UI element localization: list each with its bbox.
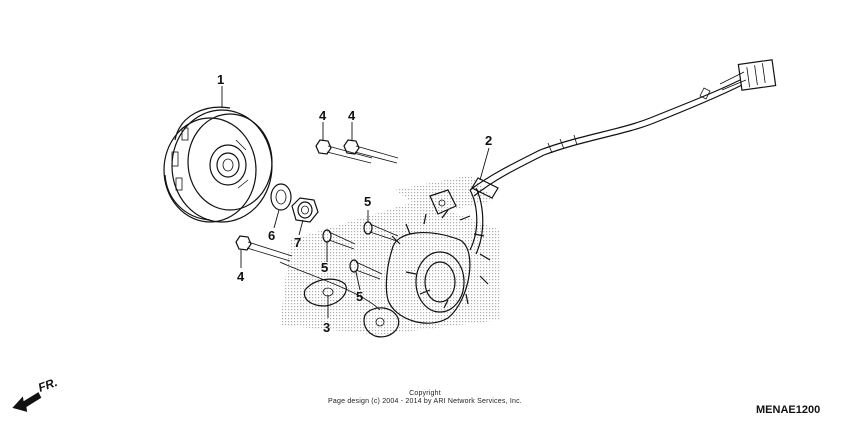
- callout-4-upper-right: 4: [348, 108, 356, 123]
- bolt-lower-left[interactable]: [235, 235, 293, 262]
- callout-5-upper: 5: [364, 194, 371, 209]
- wire-harness[interactable]: [469, 79, 743, 199]
- connector[interactable]: [719, 59, 777, 91]
- flywheel[interactable]: [163, 106, 273, 223]
- callout-1: 1: [217, 72, 224, 87]
- front-direction-arrow: FR.: [12, 376, 59, 412]
- bolt-upper-left[interactable]: [315, 139, 373, 164]
- diagram-code: MENAE1200: [756, 404, 821, 416]
- copyright-line-2: Page design (c) 2004 - 2014 by ARI Netwo…: [328, 398, 522, 405]
- callout-7: 7: [294, 235, 301, 250]
- leader-lines: [221, 86, 490, 318]
- callout-4-upper-left: 4: [319, 108, 327, 123]
- callout-5-lower: 5: [356, 289, 363, 304]
- flywheel-nut[interactable]: [291, 197, 319, 223]
- cable-clamp[interactable]: [279, 189, 457, 338]
- callout-2: 2: [485, 133, 492, 148]
- callout-3: 3: [323, 320, 330, 335]
- screw-lower[interactable]: [349, 259, 383, 280]
- callout-4-lower-left: 4: [237, 269, 245, 284]
- callout-6: 6: [268, 228, 275, 243]
- washer[interactable]: [270, 183, 292, 211]
- fr-label: FR.: [36, 376, 59, 395]
- bolt-upper-right[interactable]: [343, 139, 399, 164]
- copyright-line-1: Copyright: [409, 390, 441, 397]
- stator[interactable]: [385, 187, 491, 324]
- callout-5-middle: 5: [321, 260, 328, 275]
